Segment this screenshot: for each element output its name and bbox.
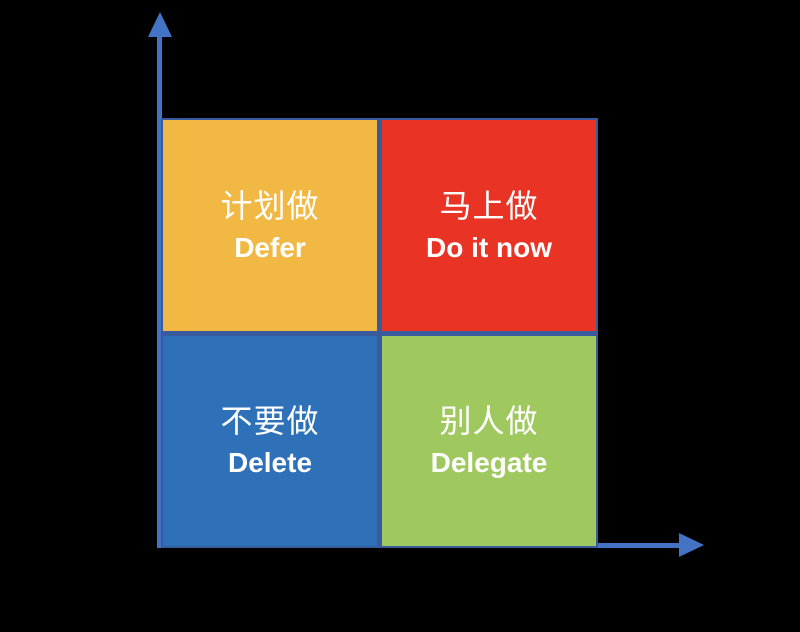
matrix-grid: 计划做 Defer 马上做 Do it now 不要做 Delete 别人做 D…: [161, 118, 598, 548]
quadrant-delete: 不要做 Delete: [163, 335, 377, 546]
y-axis-arrow-up-icon: [148, 12, 172, 37]
y-axis-line: [157, 34, 162, 548]
quadrant-delete-label-en: Delete: [227, 447, 313, 479]
quadrant-defer: 计划做 Defer: [163, 120, 377, 331]
quadrant-defer-label-en: Defer: [234, 231, 306, 263]
quadrant-delegate-label-en: Delegate: [430, 447, 548, 479]
quadrant-delegate-label-zh: 别人做: [439, 403, 539, 440]
quadrant-delegate: 别人做 Delegate: [382, 335, 596, 546]
quadrant-defer-label-zh: 计划做: [220, 187, 320, 224]
x-axis-arrow-right-icon: [679, 533, 704, 557]
quadrant-do-it-now-label-en: Do it now: [426, 231, 552, 263]
quadrant-delete-label-zh: 不要做: [220, 403, 320, 440]
quadrant-do-it-now-label-zh: 马上做: [439, 187, 539, 224]
quadrant-do-it-now: 马上做 Do it now: [382, 120, 596, 331]
